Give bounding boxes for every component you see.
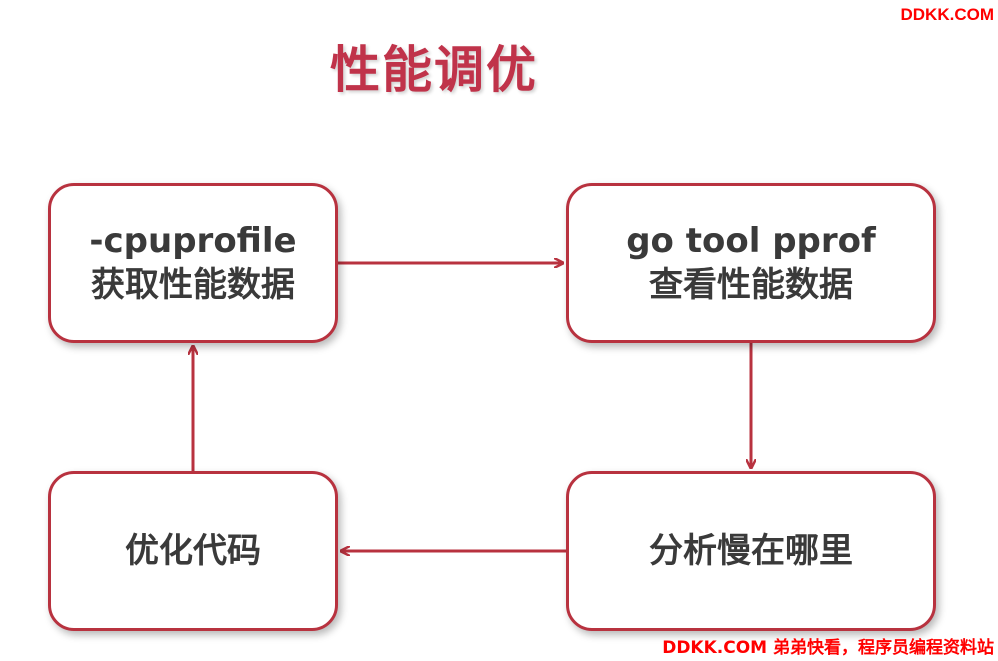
node-optimize-code: 优化代码 (48, 471, 338, 631)
node-view-profile-data: go tool pprof 查看性能数据 (566, 183, 936, 343)
node-2-line-1: go tool pprof (626, 221, 876, 261)
node-1-line-1: -cpuprofile (89, 221, 297, 261)
page-title: 性能调优 (330, 41, 538, 99)
node-4-line-1: 优化代码 (125, 531, 261, 571)
node-1-line-2: 获取性能数据 (91, 265, 295, 305)
watermark-bottom: DDKK.COM 弟弟快看，程序员编程资料站 (662, 638, 994, 658)
node-analyze-slowness: 分析慢在哪里 (566, 471, 936, 631)
watermark-top: DDKK.COM (900, 5, 995, 24)
node-get-profile-data: -cpuprofile 获取性能数据 (48, 183, 338, 343)
node-3-line-1: 分析慢在哪里 (649, 531, 853, 571)
node-2-line-2: 查看性能数据 (649, 265, 853, 305)
